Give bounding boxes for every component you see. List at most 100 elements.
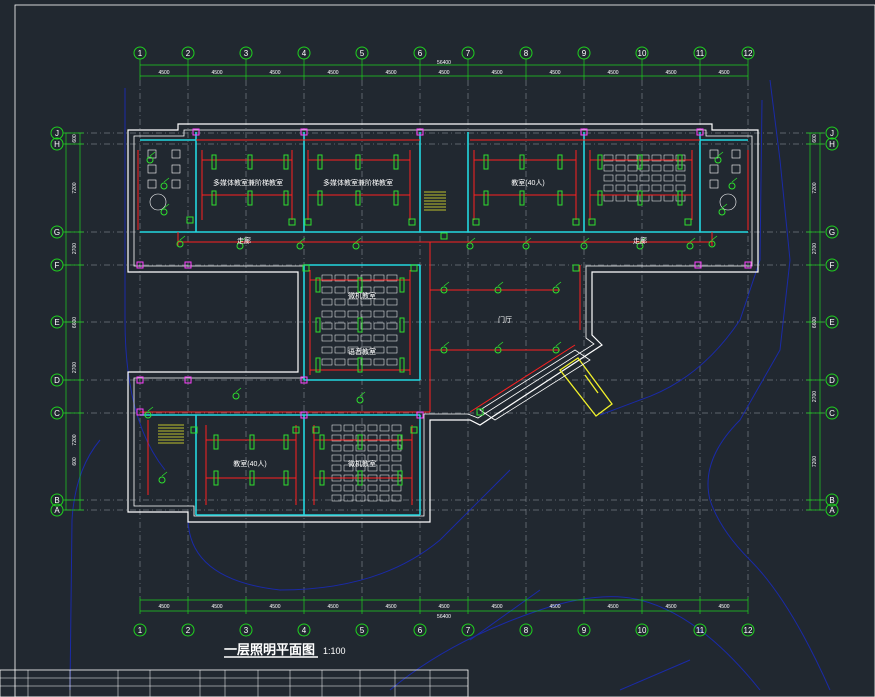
ceiling-light-lead: [149, 151, 156, 157]
toilet-fixture: [171, 149, 181, 159]
ceiling-light-lead: [163, 203, 170, 209]
fluorescent-lamp: [399, 357, 405, 373]
desk: [373, 358, 385, 366]
ceiling-light: [356, 396, 364, 404]
ceiling-light: [236, 242, 244, 250]
desk: [603, 154, 614, 162]
fluorescent-lamp: [315, 317, 321, 333]
top-span-dimension: 4500: [607, 70, 618, 76]
fluorescent-lamp: [283, 154, 289, 170]
room-labels: 多媒体教室兼阶梯教室多媒体教室兼阶梯教室教室(40人)微机教室语音教室教室(40…: [213, 178, 647, 468]
desk: [386, 334, 398, 342]
desk: [331, 454, 342, 462]
ceiling-light: [440, 286, 448, 294]
desk: [639, 174, 650, 182]
site-boundary-line: [599, 99, 763, 416]
right-span-dimension: 6600: [812, 317, 818, 328]
desk: [367, 424, 378, 432]
room-label-r1: 多媒体教室兼阶梯教室: [213, 178, 283, 187]
desk: [663, 184, 674, 192]
desk: [360, 298, 372, 306]
column-marker: [184, 261, 192, 269]
room-label-r4: 微机教室: [348, 291, 376, 300]
ceiling-light: [296, 242, 304, 250]
desk: [367, 484, 378, 492]
col-axis-bottom-circle: [461, 623, 475, 637]
fluorescent-lamp: [357, 277, 363, 293]
ceiling-light: [232, 392, 240, 400]
site-boundary-lines: [69, 79, 831, 691]
left-span-dimension: 600: [72, 134, 78, 143]
ceiling-light: [522, 242, 530, 250]
ceiling-light: [494, 286, 502, 294]
row-axis-left-circle: [50, 406, 64, 420]
ceiling-light-lead: [721, 203, 728, 209]
fluorescent-lamp: [519, 154, 525, 170]
desk: [334, 310, 346, 318]
col-axis-top-label: 10: [638, 49, 647, 58]
desk: [373, 298, 385, 306]
row-axis-right-circle: [825, 373, 839, 387]
desk: [627, 194, 638, 202]
ceiling-light: [552, 346, 560, 354]
col-axis-top-label: 4: [302, 49, 307, 58]
desk: [639, 194, 650, 202]
left-span-dimension: 2700: [72, 243, 78, 254]
fluorescent-lamp: [249, 434, 255, 450]
bottom-span-dimension: 4500: [549, 604, 560, 610]
fluorescent-lamp: [247, 154, 253, 170]
ceiling-light: [352, 242, 360, 250]
desk: [360, 334, 372, 342]
drawing-scale: 1:100: [323, 646, 346, 656]
right-span-dimension: 600: [812, 134, 818, 143]
switch-box: [410, 426, 418, 434]
top-span-dimension: 4500: [718, 70, 729, 76]
room-label-r6: 教室(40人): [233, 459, 266, 468]
room-label-r7: 微机教室: [348, 459, 376, 468]
desk: [343, 464, 354, 472]
ceiling-light: [176, 240, 184, 248]
desk: [347, 346, 359, 354]
ceiling-light-lead: [239, 237, 246, 243]
desk: [386, 346, 398, 354]
column-marker: [184, 376, 192, 384]
desk: [355, 494, 366, 502]
desk: [373, 334, 385, 342]
desk: [651, 194, 662, 202]
row-axis-right-circle: [825, 406, 839, 420]
lighting-circuit: [469, 344, 576, 413]
switch-box: [312, 426, 320, 434]
column-marker: [300, 411, 308, 419]
col-axis-bottom-circle: [133, 623, 147, 637]
row-axis-right-circle: [825, 503, 839, 517]
desk: [379, 494, 390, 502]
switch-box: [440, 232, 448, 240]
lighting-circuits: [137, 139, 749, 505]
row-axis-left-label: F: [55, 261, 60, 270]
desk: [331, 484, 342, 492]
col-axis-bottom-circle: [413, 623, 427, 637]
ceiling-light-lead: [147, 406, 154, 412]
title-block-table: [0, 669, 469, 697]
col-axis-top-label: 8: [524, 49, 529, 58]
ceiling-light: [686, 242, 694, 250]
ceiling-light-lead: [639, 237, 646, 243]
desk: [675, 184, 686, 192]
desk: [367, 434, 378, 442]
row-axis-left-circle: [50, 137, 64, 151]
desk: [334, 358, 346, 366]
fluorescent-lamp: [211, 154, 217, 170]
column-marker: [300, 128, 308, 136]
bottom-span-dimension: 4500: [385, 604, 396, 610]
fluorescent-lamp: [557, 154, 563, 170]
desk: [343, 434, 354, 442]
left-span-dimension: 600: [72, 457, 78, 466]
row-axis-left-label: H: [54, 140, 60, 149]
desk: [386, 310, 398, 318]
toilet-fixture: [709, 179, 719, 189]
left-span-dimension: 7200: [72, 182, 78, 193]
row-axis-left-circle: [50, 258, 64, 272]
desk: [360, 358, 372, 366]
row-axis-left-label: C: [54, 409, 60, 418]
